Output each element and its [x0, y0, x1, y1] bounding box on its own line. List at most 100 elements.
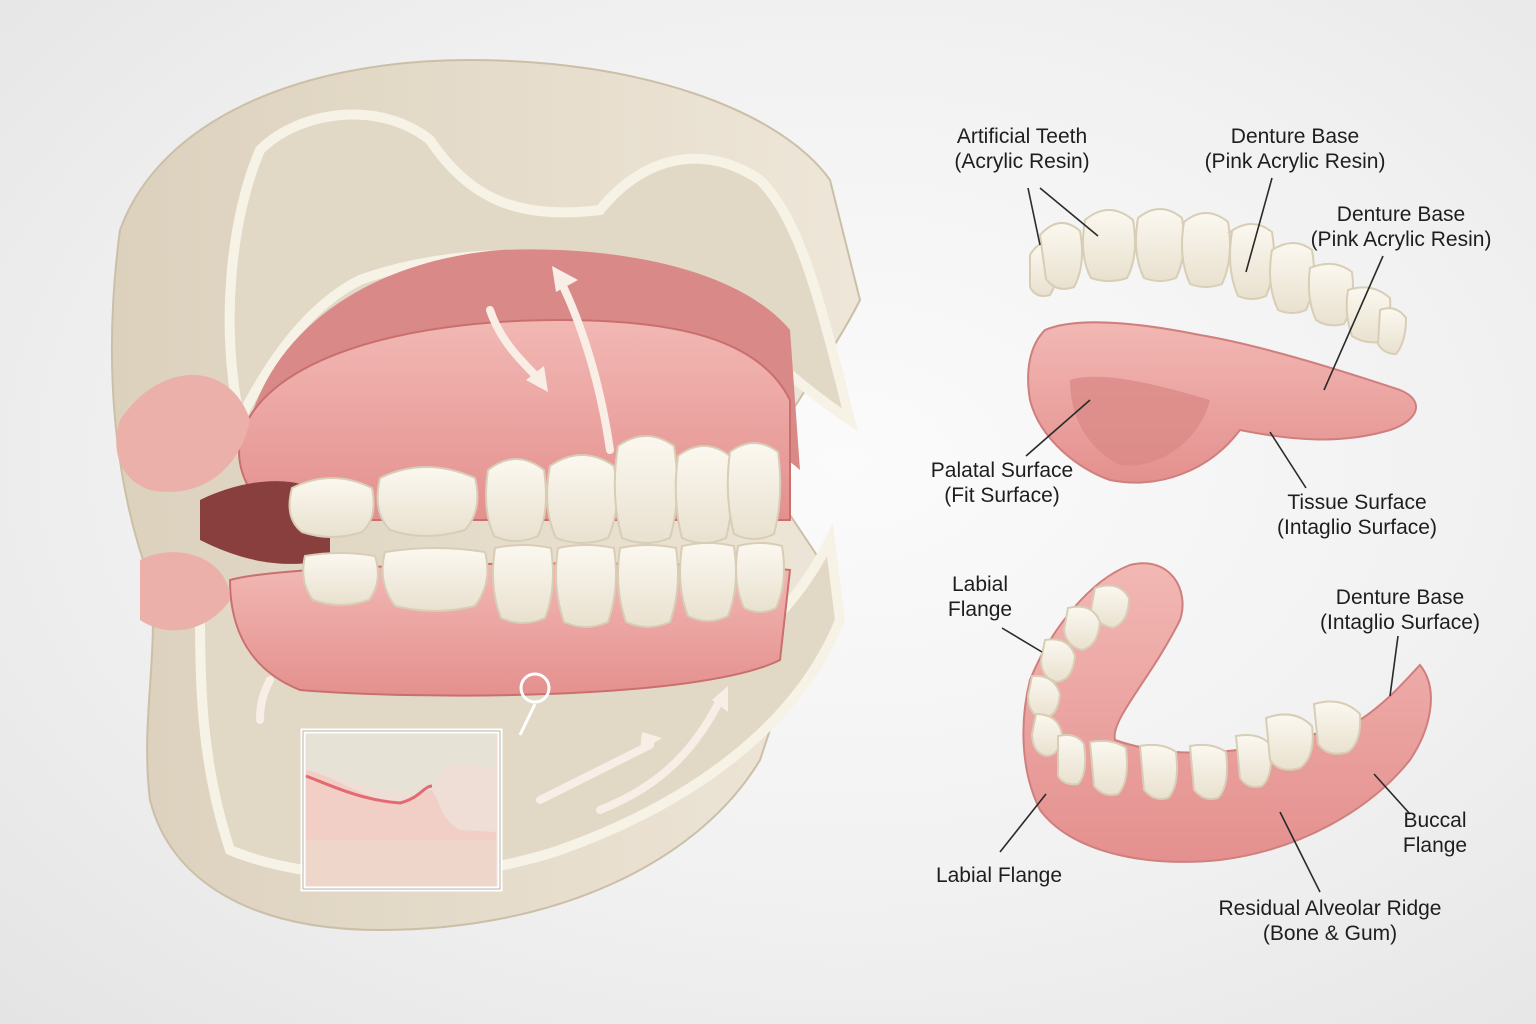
label-line: Denture Base — [1230, 125, 1360, 148]
lower-denture-base-right — [1022, 562, 1432, 863]
label-line: (Intaglio Surface) — [1320, 611, 1480, 634]
lower-lip — [140, 552, 230, 631]
lower-teeth — [302, 542, 785, 628]
upper-tooth — [546, 454, 618, 544]
leader-denture-base-intaglio — [1389, 635, 1399, 697]
upper-teeth — [288, 435, 782, 544]
tooth — [1188, 743, 1228, 800]
label-line: Residual Alveolar Ridge — [1218, 897, 1442, 920]
upper-tooth — [485, 458, 547, 542]
lower-tooth — [617, 544, 679, 628]
arrow-head — [640, 732, 662, 752]
tooth — [1307, 262, 1354, 327]
leader-residual-ridge — [1279, 811, 1321, 893]
leader-lines — [999, 177, 1411, 893]
inset-detail — [300, 728, 503, 892]
tooth — [1038, 222, 1083, 290]
tooth — [1234, 734, 1272, 788]
head-cross-section — [110, 58, 862, 932]
leader-labial-flange-bottom — [999, 793, 1047, 853]
upper-tooth — [376, 466, 479, 537]
upper-tooth — [674, 445, 734, 544]
lower-tooth — [735, 542, 785, 613]
label-tissue-surface: Tissue Surface (Intaglio Surface) — [1277, 490, 1437, 540]
label-line: (Intaglio Surface) — [1277, 516, 1437, 539]
support-arrow — [536, 741, 654, 804]
label-line: (Pink Acrylic Resin) — [1204, 150, 1386, 173]
tooth — [1226, 223, 1275, 300]
tooth — [1039, 638, 1077, 684]
label-line: (Fit Surface) — [944, 484, 1060, 507]
palatal-concavity — [1070, 376, 1210, 466]
label-line: (Acrylic Resin) — [954, 150, 1090, 173]
label-line: Denture Base — [1336, 203, 1466, 226]
tooth — [1181, 212, 1231, 288]
label-artificial-teeth: Artificial Teeth (Acrylic Resin) — [954, 124, 1089, 174]
label-line: Labial — [951, 573, 1009, 596]
tooth — [1269, 242, 1315, 314]
leader-tissue-surface — [1269, 431, 1307, 489]
label-line: Labial Flange — [935, 864, 1063, 887]
lower-denture-teeth — [1026, 584, 1362, 800]
label-line: Buccal — [1403, 809, 1467, 832]
label-denture-base-intaglio: Denture Base (Intaglio Surface) — [1320, 585, 1480, 635]
leader-denture-base-top — [1245, 177, 1273, 273]
tooth — [1082, 209, 1136, 282]
label-line: Artificial Teeth — [956, 125, 1088, 148]
label-line: (Bone & Gum) — [1262, 922, 1398, 945]
label-denture-base-top: Denture Base (Pink Acrylic Resin) — [1205, 124, 1386, 174]
support-arrow — [256, 676, 274, 724]
label-labial-flange-bottom: Labial Flange — [936, 863, 1062, 888]
leader-denture-base-right — [1323, 255, 1384, 391]
arrow-head — [712, 686, 728, 712]
leader-artificial-teeth — [1027, 187, 1041, 246]
arrow-head — [552, 266, 578, 292]
tooth — [1030, 712, 1064, 758]
lower-tooth — [302, 552, 379, 606]
label-line: Flange — [1402, 834, 1468, 857]
lower-denture — [1022, 562, 1432, 863]
tooth — [1088, 739, 1128, 796]
upper-tooth — [288, 477, 375, 538]
label-line: Denture Base — [1335, 586, 1465, 609]
magnifier-circle — [519, 672, 551, 704]
arrow-head — [526, 366, 548, 392]
maxilla-bone — [224, 109, 858, 435]
label-line: Tissue Surface — [1287, 491, 1427, 514]
magnifier-pointer — [518, 703, 537, 736]
label-line: (Pink Acrylic Resin) — [1310, 228, 1492, 251]
tooth — [1062, 605, 1102, 652]
tooth — [1376, 307, 1408, 356]
label-line: Palatal Surface — [930, 459, 1074, 482]
support-arrow — [596, 696, 724, 814]
tooth — [1312, 700, 1362, 755]
label-labial-flange-top: Labial Flange — [948, 572, 1012, 622]
force-arrows — [256, 276, 724, 814]
lower-tooth — [555, 544, 617, 628]
tooth — [1264, 713, 1314, 771]
upper-lip — [116, 375, 250, 492]
label-residual-ridge: Residual Alveolar Ridge (Bone & Gum) — [1219, 896, 1442, 946]
upper-denture-teeth — [1029, 208, 1408, 356]
retention-arrow — [556, 276, 614, 454]
upper-tooth — [726, 442, 782, 540]
upper-tooth — [613, 435, 679, 544]
leader-artificial-teeth — [1039, 187, 1099, 237]
lower-tooth — [381, 547, 489, 612]
tooth — [1026, 674, 1062, 720]
leader-palatal-surface — [1025, 399, 1091, 457]
leader-labial-flange-top — [1001, 627, 1043, 653]
tooth — [1135, 208, 1185, 282]
inset-seal-line — [305, 774, 433, 805]
label-denture-base-right: Denture Base (Pink Acrylic Resin) — [1311, 202, 1492, 252]
lower-tooth — [679, 542, 737, 622]
label-buccal-flange: Buccal Flange — [1403, 808, 1467, 858]
leader-buccal-flange — [1373, 773, 1411, 815]
lower-tooth — [492, 544, 554, 624]
tooth — [1057, 734, 1087, 786]
tooth — [1138, 743, 1178, 800]
label-palatal-surface: Palatal Surface (Fit Surface) — [931, 458, 1073, 508]
upper-denture — [1027, 208, 1417, 484]
